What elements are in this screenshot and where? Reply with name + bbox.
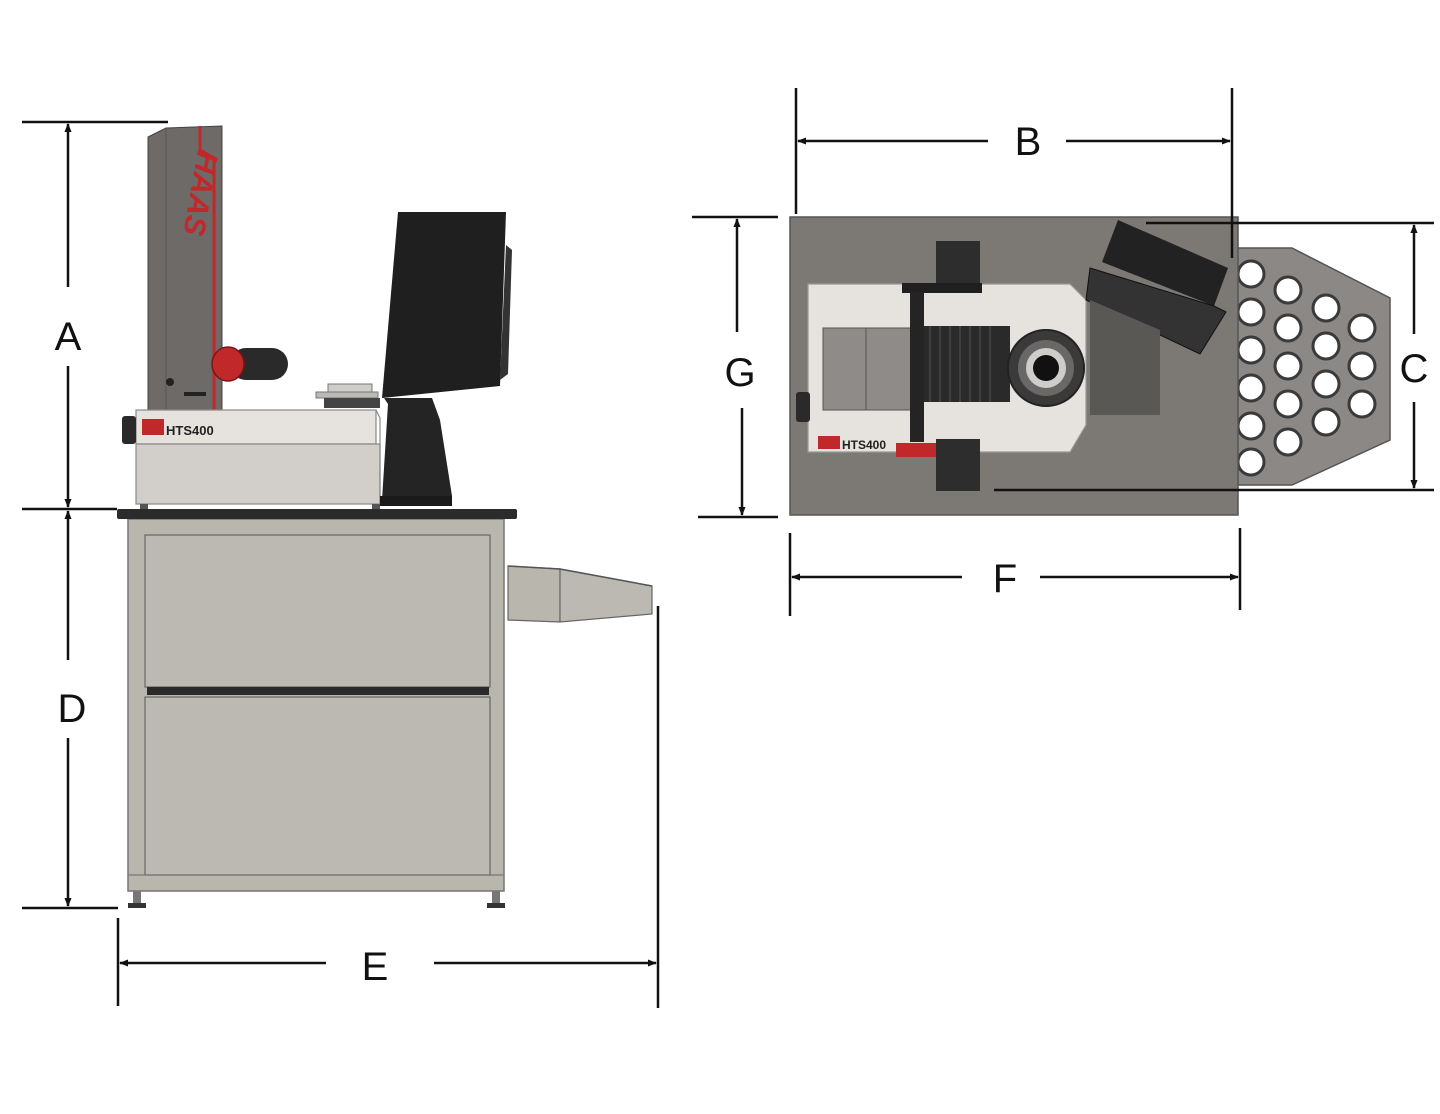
top-model-label: HTS400 [842,438,886,452]
gantry-top [896,241,982,491]
tool-hole [1347,313,1377,343]
measuring-column: HAAS [147,125,224,413]
dimension-e-label: E [362,945,389,989]
dimension-a-label: A [55,315,82,359]
tool-hole [1311,331,1341,361]
dimension-g-label: G [724,351,755,395]
dimension-b-label: B [1015,120,1042,164]
base-top: HTS400 [796,283,1087,453]
tool-hole [1236,411,1266,441]
camera-head [211,346,288,382]
tool-hole [1273,313,1303,343]
tool-hole [1273,351,1303,381]
tool-hole [1236,297,1266,327]
side-view: HAAS HTS400 [22,120,660,1008]
tool-hole [1273,275,1303,305]
tool-hole [1236,373,1266,403]
tool-hole [1347,389,1377,419]
base-model-label: HTS400 [166,423,214,438]
tool-holes [1236,259,1377,477]
table-top [117,509,517,519]
tool-hole [1273,427,1303,457]
cabinet [127,518,505,908]
side-tray [507,565,653,623]
base-unit: HTS400 [122,409,381,509]
tool-hole [1236,335,1266,365]
dimension-f-label: F [993,557,1017,601]
dimension-c-label: C [1400,347,1429,391]
tool-hole [1311,407,1341,437]
dimension-d-label: D [58,687,87,731]
tool-hole [1273,389,1303,419]
tool-hole [1347,351,1377,381]
tool-tray [1236,247,1391,486]
tool-hole [1236,259,1266,289]
spindle-top [315,383,380,408]
tool-hole [1311,369,1341,399]
monitor [380,212,512,506]
tool-hole [1311,293,1341,323]
top-view: HTS400 B C [692,88,1434,616]
tool-hole [1236,447,1266,477]
monitor-top [1085,220,1228,415]
